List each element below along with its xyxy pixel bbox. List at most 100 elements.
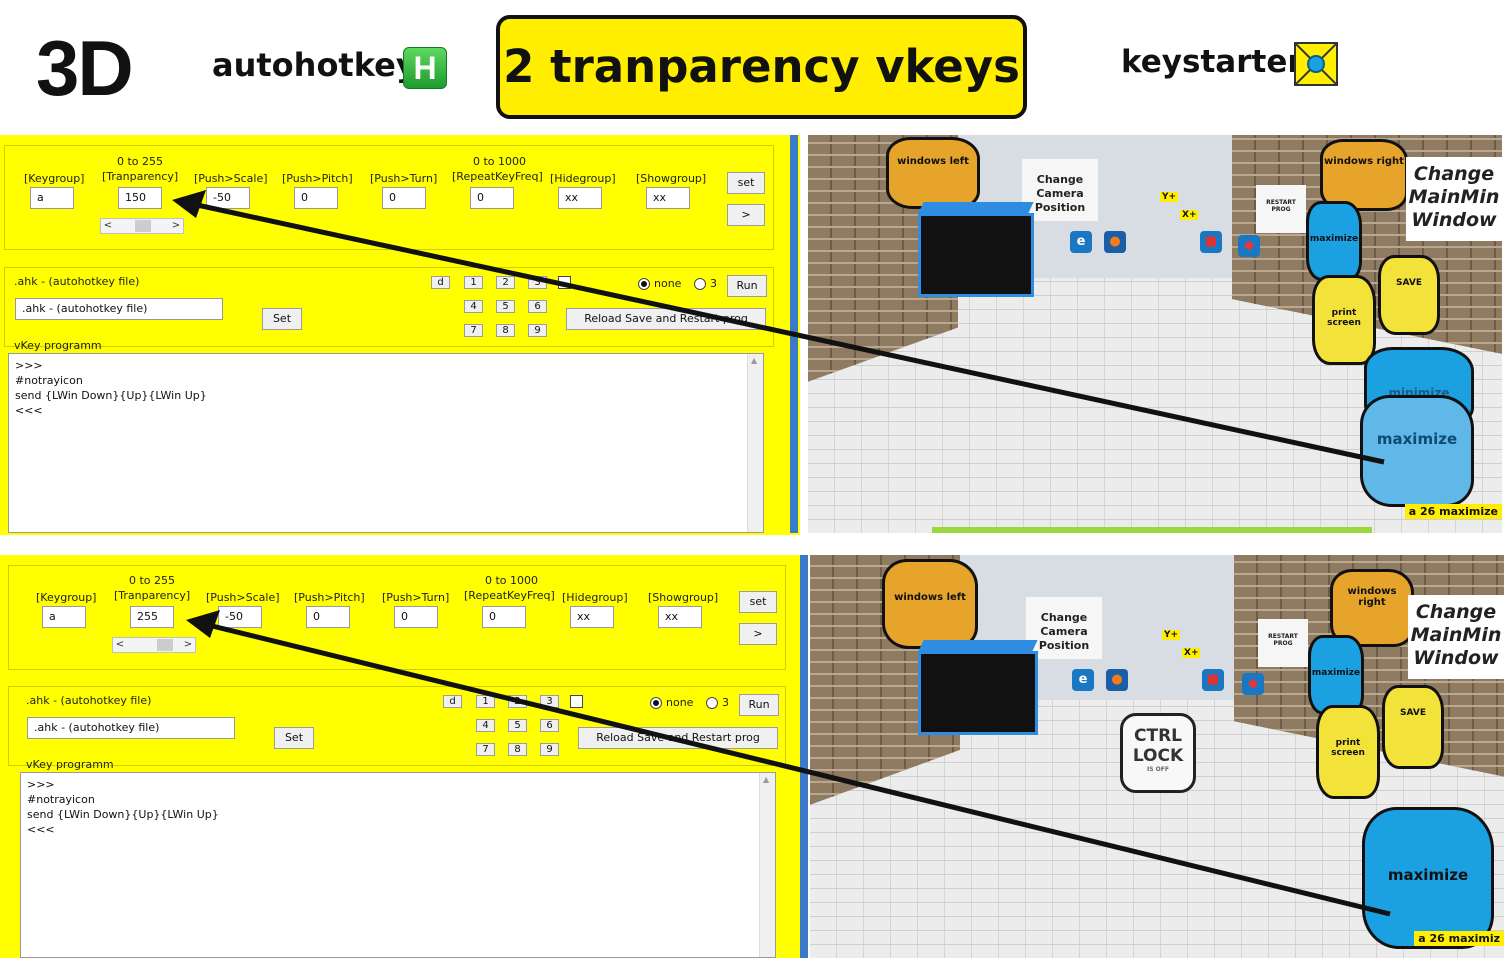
push-pitch-input[interactable]: 0 [294, 187, 338, 209]
push-scale-input[interactable]: -50 [206, 187, 250, 209]
num-button-8[interactable]: 8 [508, 743, 527, 756]
change-camera-vkey[interactable]: Change Camera Position [1022, 159, 1098, 221]
maximize-small-vkey[interactable]: maximize [1308, 635, 1364, 715]
set-button[interactable]: set [727, 172, 765, 194]
slider-left-arrow[interactable]: < [103, 220, 113, 231]
radio-none[interactable] [638, 278, 650, 290]
showgroup-input[interactable]: xx [646, 187, 690, 209]
terminal-cube[interactable] [918, 202, 1034, 297]
ahk-set-button[interactable]: Set [262, 308, 302, 330]
push-turn-input[interactable]: 0 [394, 606, 438, 628]
puzzle-icon[interactable]: ◆ [1238, 235, 1260, 257]
windows-left-vkey[interactable]: windows left [886, 137, 980, 209]
next-button[interactable]: > [739, 623, 777, 645]
num-button-2[interactable]: 2 [508, 695, 527, 708]
vkey-code-editor[interactable]: >>> #notrayicon send {LWin Down}{Up}{LWi… [8, 353, 764, 533]
push-pitch-input[interactable]: 0 [306, 606, 350, 628]
keygroup-input[interactable]: a [42, 606, 86, 628]
radio-3[interactable] [694, 278, 706, 290]
editor-scrollbar[interactable] [759, 773, 775, 957]
next-button[interactable]: > [727, 204, 765, 226]
ahk-set-button[interactable]: Set [274, 727, 314, 749]
num-button-4[interactable]: 4 [476, 719, 495, 732]
maximize-vkey-opaque[interactable]: maximize [1362, 807, 1494, 949]
slider-thumb[interactable] [135, 220, 151, 232]
editor-scrollbar[interactable] [747, 354, 763, 532]
print-screen-save-vkey[interactable]: SAVE [1378, 255, 1440, 335]
d-button[interactable]: d [443, 695, 462, 708]
run-button[interactable]: Run [739, 694, 779, 716]
slider-right-arrow[interactable]: > [171, 220, 181, 231]
ahk-file-input[interactable]: .ahk - (autohotkey file) [27, 717, 235, 739]
radio-none[interactable] [650, 697, 662, 709]
vkey-code-editor[interactable]: >>> #notrayicon send {LWin Down}{Up}{LWi… [20, 772, 776, 958]
run-button[interactable]: Run [727, 275, 767, 297]
ctrl-lock-vkey[interactable]: CTRL LOCK IS OFF [1120, 713, 1196, 793]
ctrl-lock-line-2: LOCK [1132, 746, 1184, 766]
puzzle-icon[interactable]: ◆ [1242, 673, 1264, 695]
transparency-input[interactable]: 150 [118, 187, 162, 209]
reload-save-restart-button[interactable]: Reload Save and Restart prog [566, 308, 766, 330]
transparency-slider[interactable]: < > [112, 637, 196, 653]
windows-right-vkey[interactable]: windows right [1320, 139, 1408, 211]
print-screen-vkey[interactable]: print screen [1316, 705, 1380, 799]
num-button-6[interactable]: 6 [540, 719, 559, 732]
transparency-input[interactable]: 255 [130, 606, 174, 628]
ahk-file-input[interactable]: .ahk - (autohotkey file) [15, 298, 223, 320]
option-checkbox[interactable] [558, 276, 571, 289]
reload-save-restart-button[interactable]: Reload Save and Restart prog [578, 727, 778, 749]
num-button-2[interactable]: 2 [496, 276, 515, 289]
keygroup-label: [Keygroup] [36, 591, 97, 604]
hidegroup-input[interactable]: xx [558, 187, 602, 209]
windows-left-vkey[interactable]: windows left [882, 559, 978, 649]
push-scale-input[interactable]: -50 [218, 606, 262, 628]
ie-icon[interactable]: e [1072, 669, 1094, 691]
change-main-min-vkey[interactable]: Change MainMin Window [1408, 595, 1504, 679]
num-button-8[interactable]: 8 [496, 324, 515, 337]
num-button-3[interactable]: 3 [540, 695, 559, 708]
restart-prog-vkey[interactable]: RESTART PROG [1256, 185, 1306, 233]
app-icon[interactable]: ■ [1202, 669, 1224, 691]
print-screen-vkey[interactable]: print screen [1312, 275, 1376, 365]
push-pitch-label: [Push>Pitch] [282, 172, 353, 185]
change-camera-vkey[interactable]: Change Camera Position [1026, 597, 1102, 659]
change-main-min-vkey[interactable]: Change MainMin Window [1406, 157, 1502, 241]
repeat-freq-input[interactable]: 0 [482, 606, 526, 628]
transparency-slider[interactable]: < > [100, 218, 184, 234]
option-checkbox[interactable] [570, 695, 583, 708]
d-button[interactable]: d [431, 276, 450, 289]
restart-prog-vkey[interactable]: RESTART PROG [1258, 619, 1308, 667]
print-screen-save-vkey[interactable]: SAVE [1382, 685, 1444, 769]
slider-thumb[interactable] [157, 639, 173, 651]
num-button-4[interactable]: 4 [464, 300, 483, 313]
repeat-freq-input[interactable]: 0 [470, 187, 514, 209]
hidegroup-input[interactable]: xx [570, 606, 614, 628]
maximize-vkey-transparent[interactable]: maximize [1360, 395, 1474, 507]
num-button-3[interactable]: 3 [528, 276, 547, 289]
num-button-1[interactable]: 1 [464, 276, 483, 289]
terminal-cube[interactable] [918, 640, 1038, 735]
num-button-7[interactable]: 7 [464, 324, 483, 337]
num-button-5[interactable]: 5 [496, 300, 515, 313]
firefox-icon[interactable]: ● [1106, 669, 1128, 691]
num-button-1[interactable]: 1 [476, 695, 495, 708]
num-button-5[interactable]: 5 [508, 719, 527, 732]
ie-icon[interactable]: e [1070, 231, 1092, 253]
3d-view-1[interactable]: windows left Change Camera Position e ● … [808, 135, 1502, 533]
num-button-6[interactable]: 6 [528, 300, 547, 313]
firefox-icon[interactable]: ● [1104, 231, 1126, 253]
num-button-9[interactable]: 9 [540, 743, 559, 756]
maximize-small-vkey[interactable]: maximize [1306, 201, 1362, 281]
radio-3[interactable] [706, 697, 718, 709]
num-button-9[interactable]: 9 [528, 324, 547, 337]
slider-right-arrow[interactable]: > [183, 639, 193, 650]
num-button-7[interactable]: 7 [476, 743, 495, 756]
app-icon[interactable]: ■ [1200, 231, 1222, 253]
showgroup-input[interactable]: xx [658, 606, 702, 628]
slider-left-arrow[interactable]: < [115, 639, 125, 650]
push-turn-input[interactable]: 0 [382, 187, 426, 209]
set-button[interactable]: set [739, 591, 777, 613]
showgroup-label: [Showgroup] [648, 591, 719, 604]
keygroup-input[interactable]: a [30, 187, 74, 209]
3d-view-2[interactable]: windows left Change Camera Position e ● … [810, 555, 1504, 958]
